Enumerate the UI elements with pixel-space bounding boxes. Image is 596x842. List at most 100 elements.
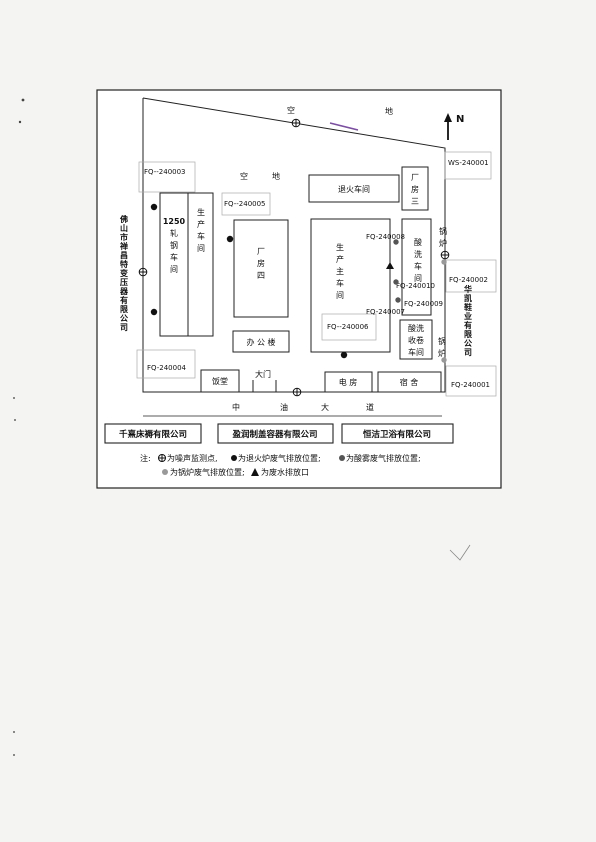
svg-text:炉: 炉 <box>438 348 446 358</box>
legend-wastewater-text: 为废水排放口 <box>261 467 309 477</box>
building-plant-4 <box>233 219 289 318</box>
svg-text:酸: 酸 <box>414 237 422 247</box>
building-annealing <box>308 174 400 203</box>
point-fq-240004: FQ-240004 <box>147 364 187 372</box>
building-production-workshop-label: 生 产 车 间 <box>197 207 205 253</box>
building-pickling-label: 酸 洗 车 间 <box>414 237 422 283</box>
building-main-production <box>310 218 391 353</box>
svg-text:道: 道 <box>366 402 374 412</box>
north-arrow-icon <box>444 113 452 140</box>
svg-text:车间: 车间 <box>408 347 424 357</box>
building-plant-4-label: 厂 房 四 <box>257 247 265 280</box>
svg-text:鞋: 鞋 <box>464 302 472 312</box>
legend-wastewater-icon <box>251 468 259 476</box>
noise-point-icon <box>291 118 301 128</box>
callout-box <box>136 349 196 379</box>
building-annealing-label: 退火车间 <box>338 184 370 194</box>
scan-dot <box>13 397 15 399</box>
svg-text:间: 间 <box>414 274 422 283</box>
inner-empty-land-left: 空 <box>240 171 248 181</box>
building-1250-rolling-label: 1250 轧 钢 车 间 <box>163 217 186 274</box>
legend-prefix: 注: <box>140 453 151 463</box>
legend-acid-mist-text: 为酸雾废气排放位置; <box>346 453 421 463</box>
building-canteen-label: 饭堂 <box>212 376 228 386</box>
acid-mist-exhaust-icon <box>395 297 401 303</box>
neighbor-east-label: 华 凯 鞋 业 有 限 公 司 <box>464 284 472 357</box>
callout-box <box>321 313 377 341</box>
svg-text:三: 三 <box>411 197 419 206</box>
svg-text:洗: 洗 <box>414 249 422 259</box>
svg-text:限: 限 <box>120 305 128 314</box>
svg-text:车: 车 <box>170 252 178 262</box>
svg-text:产: 产 <box>197 219 205 229</box>
svg-text:变: 变 <box>120 268 128 278</box>
svg-text:市: 市 <box>120 232 128 242</box>
svg-text:大: 大 <box>321 402 329 412</box>
building-1250-rolling <box>159 192 189 337</box>
inner-empty-land-right: 地 <box>272 171 280 181</box>
point-fq-240010: FQ-240010 <box>396 282 435 290</box>
point-fq-240005: FQ--240005 <box>224 200 266 208</box>
callout-box <box>445 259 497 293</box>
svg-text:中: 中 <box>232 402 240 412</box>
building-production-workshop <box>187 192 214 337</box>
neighbor-south-3-box <box>341 423 454 444</box>
scan-dot <box>13 754 15 756</box>
svg-text:厂: 厂 <box>411 173 419 182</box>
noise-point-icon <box>292 387 302 397</box>
svg-text:凯: 凯 <box>464 293 472 303</box>
point-fq-240009: FQ-240009 <box>404 300 443 308</box>
svg-text:油: 油 <box>280 402 288 412</box>
boiler-exhaust-icon <box>441 259 447 265</box>
legend-annealing-text: 为退火炉废气排放位置; <box>238 453 321 463</box>
svg-text:房: 房 <box>257 258 265 268</box>
svg-text:产: 产 <box>336 254 344 264</box>
svg-text:业: 业 <box>464 311 472 321</box>
top-empty-land-left: 空 <box>287 105 295 115</box>
point-fq-240003: FQ--240003 <box>144 168 186 176</box>
point-fq-240002: FQ-240002 <box>449 276 488 284</box>
neighbor-south-1: 千熹床褥有限公司 <box>119 429 187 440</box>
callout-box <box>445 365 497 397</box>
neighbor-south-2-box <box>217 423 334 444</box>
svg-text:收卷: 收卷 <box>408 335 424 345</box>
annealing-exhaust-icon <box>150 203 158 211</box>
svg-text:锅: 锅 <box>439 226 447 236</box>
svg-text:车: 车 <box>197 231 205 241</box>
building-power-room <box>324 371 373 393</box>
svg-text:间: 间 <box>336 291 344 300</box>
building-plant-3-label: 厂 房 三 <box>411 173 419 206</box>
svg-text:锅: 锅 <box>438 336 446 346</box>
svg-text:房: 房 <box>411 184 419 194</box>
acid-mist-exhaust-icon <box>393 279 399 285</box>
boiler-bottom-label: 锅 炉 <box>438 336 446 358</box>
point-fq-240008: FQ-240008 <box>366 233 405 241</box>
svg-text:车: 车 <box>336 278 344 288</box>
neighbor-south-2: 盈润制盖容器有限公司 <box>231 429 317 440</box>
svg-text:器: 器 <box>119 287 129 296</box>
legend-boiler-text: 为锅炉废气排放位置; <box>170 467 245 477</box>
building-pickling <box>401 218 432 316</box>
scan-dot <box>18 120 22 124</box>
neighbor-west-label: 佛 山 市 禅 昌 特 变 压 器 有 限 公 司 <box>119 214 129 332</box>
svg-text:昌: 昌 <box>120 250 128 260</box>
svg-text:生: 生 <box>336 242 344 252</box>
callout-box <box>221 192 271 216</box>
svg-text:轧: 轧 <box>170 228 178 238</box>
svg-text:1250: 1250 <box>163 217 186 226</box>
building-office-label: 办 公 楼 <box>246 337 275 347</box>
svg-text:间: 间 <box>170 265 178 274</box>
building-pickling-coiling <box>399 319 433 360</box>
scan-dot <box>13 731 15 733</box>
legend-acid-mist-icon <box>339 455 345 461</box>
svg-text:司: 司 <box>464 348 472 357</box>
noise-point-icon <box>138 267 148 277</box>
callout-box <box>138 161 196 193</box>
svg-text:公: 公 <box>120 314 128 323</box>
annealing-exhaust-icon <box>150 308 158 316</box>
svg-text:炉: 炉 <box>439 238 447 248</box>
svg-text:禅: 禅 <box>119 241 128 251</box>
wastewater-outlet-icon <box>386 262 394 269</box>
svg-text:限: 限 <box>464 330 472 339</box>
svg-text:华: 华 <box>464 284 472 294</box>
